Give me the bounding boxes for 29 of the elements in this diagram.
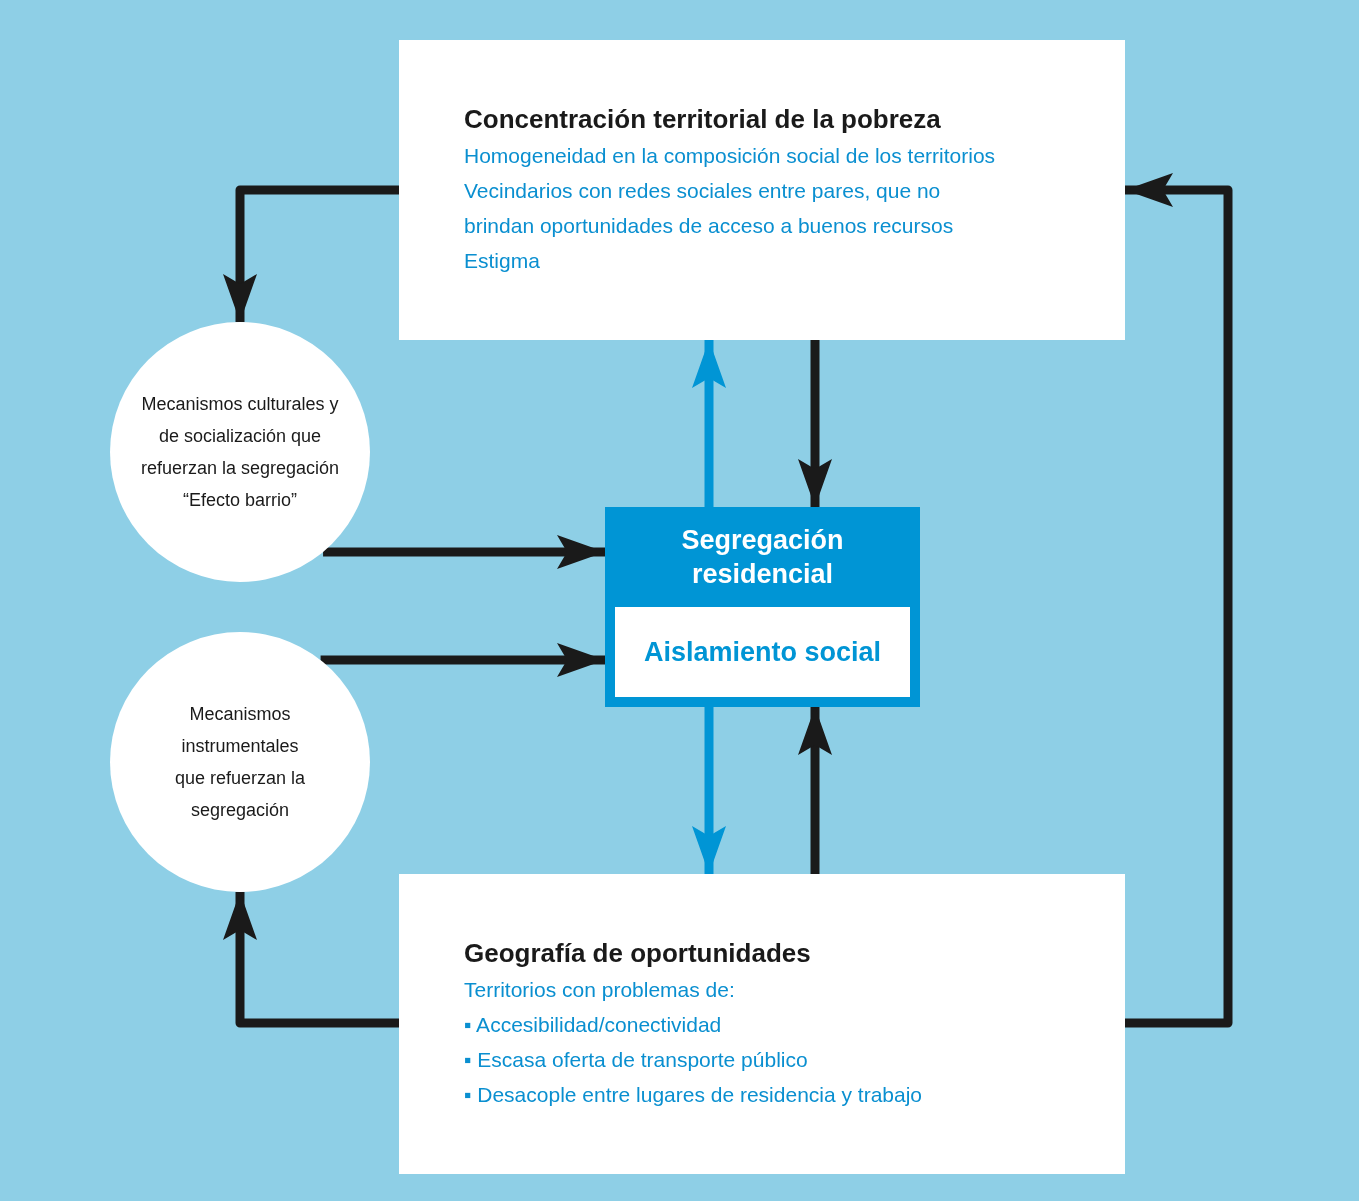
arrow — [798, 707, 832, 874]
arrow — [320, 643, 605, 677]
arrow — [798, 340, 832, 507]
arrow — [1125, 173, 1233, 1028]
box-text: Homogeneidad en la composición social de los territorios — [464, 143, 997, 169]
box-heading: Geografía de oportunidades — [464, 937, 812, 970]
box-text: ▪ Escasa oferta de transporte público — [464, 1047, 809, 1073]
group-title: Segregación residencial — [680, 524, 845, 591]
box-text: ▪ Accesibilidad/conectividad — [464, 1012, 723, 1038]
circle-node — [110, 632, 370, 892]
node-text: Mecanismos instrumentales que refuerzan la segregación — [173, 703, 307, 822]
box-heading: Concentración territorial de la pobreza — [464, 103, 942, 136]
box-text: Vecindarios con redes sociales entre pares, que no brindan oportunidades de acceso a buenos recursos — [464, 178, 955, 239]
box-text: ▪ Desacople entre lugares de residencia y trabajo — [464, 1082, 924, 1108]
arrow — [692, 707, 726, 874]
text-box — [399, 874, 1125, 1174]
arrow — [692, 340, 726, 507]
arrow — [223, 892, 399, 1028]
arrow — [223, 185, 399, 322]
box-text: Estigma — [464, 248, 541, 274]
arrow — [323, 535, 605, 569]
node-text: “Efecto barrio” — [182, 489, 297, 512]
inner-box — [615, 607, 910, 697]
node-text: Mecanismos culturales y de socialización que refuerzan la segregación — [139, 393, 341, 480]
text-box — [399, 40, 1125, 340]
box-title: Aislamiento social — [643, 635, 882, 669]
group-box — [605, 507, 920, 707]
circle-node — [110, 322, 370, 582]
box-text: Territorios con problemas de: — [464, 977, 736, 1003]
